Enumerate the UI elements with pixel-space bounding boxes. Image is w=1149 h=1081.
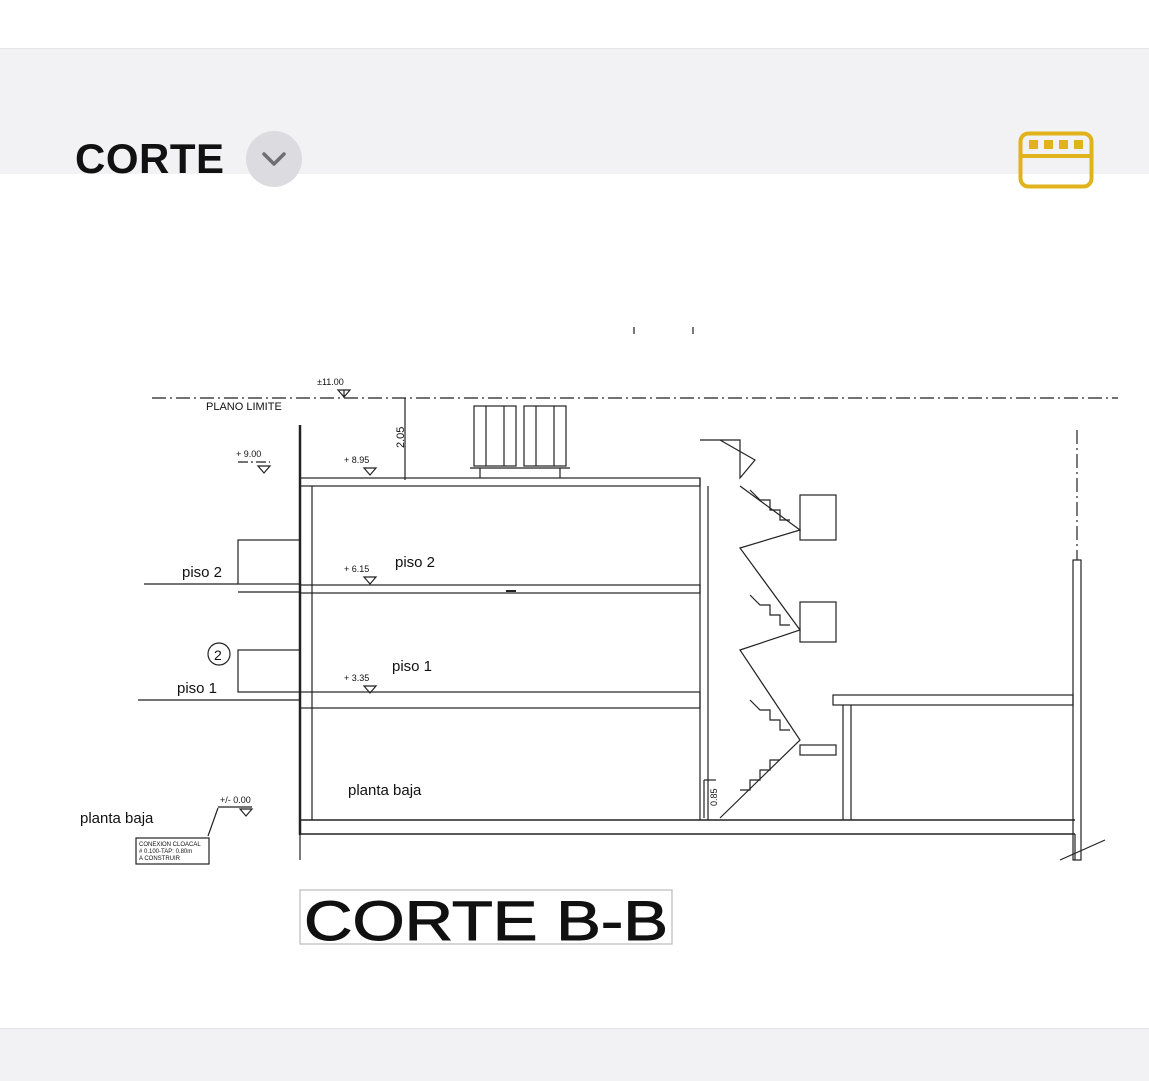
level-615: + 6.15 [344, 564, 369, 574]
note-line-2: # 0.100-TAP: 0.80m [139, 849, 192, 855]
marker-circle [207, 642, 231, 666]
label-piso2: piso 2 [395, 554, 435, 571]
section-title: CORTE B-B [304, 889, 668, 952]
chevron-down-icon [262, 152, 286, 166]
browser-window-icon [1018, 131, 1094, 189]
dim-205: 2.05 [395, 427, 407, 448]
label-planta-baja: planta baja [348, 782, 422, 799]
plano-limite-label: PLANO LIMITE [206, 401, 282, 413]
label-planta-baja-left: planta baja [80, 810, 154, 827]
dim-085: 0.85 [709, 788, 719, 806]
label-piso1: piso 1 [392, 658, 432, 675]
bottom-bar [0, 1028, 1149, 1081]
level-9: + 9.00 [236, 449, 261, 459]
view-mode-button[interactable] [1018, 131, 1094, 189]
level-0: +/- 0.00 [220, 795, 251, 805]
label-piso1-left: piso 1 [177, 680, 217, 697]
note-line-1: CONEXION CLOACAL [139, 842, 201, 848]
label-piso2-left: piso 2 [182, 564, 222, 581]
level-11: ±11.00 [317, 377, 344, 387]
note-line-3: A CONSTRUIR [139, 856, 181, 862]
level-335: + 3.35 [344, 673, 369, 683]
section-drawing: PLANO LIMITE ±11.00 2.05 + 9.00 + 8.95 +… [80, 327, 1118, 953]
page-title: CORTE [75, 135, 225, 182]
marker-number: 2 [214, 647, 222, 663]
level-895: + 8.95 [344, 455, 369, 465]
title-dropdown-button[interactable] [246, 131, 302, 187]
header-bar: CORTE [0, 48, 1149, 189]
